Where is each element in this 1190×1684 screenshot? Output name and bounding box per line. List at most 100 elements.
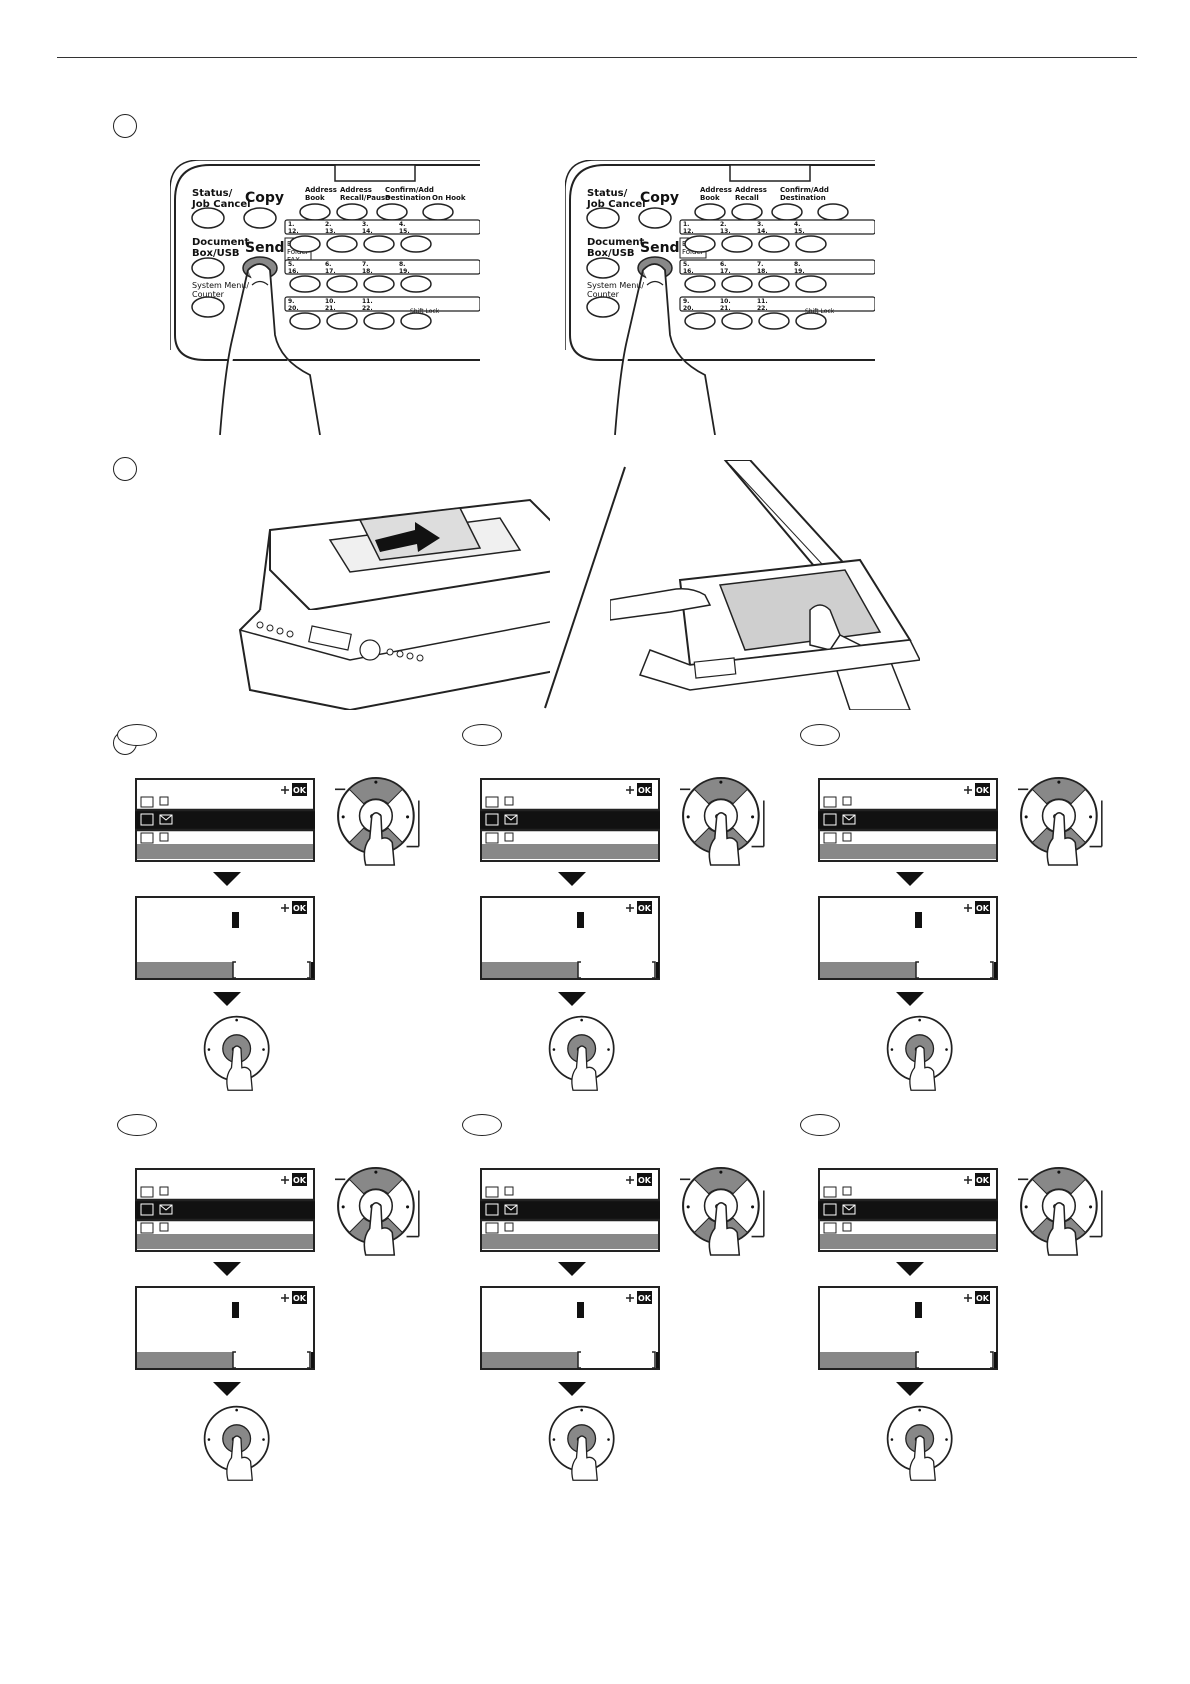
lcd-checkbox	[823, 796, 837, 808]
speed-dial-key	[721, 235, 753, 253]
next-step-arrow	[558, 1382, 586, 1396]
lcd-folder-icon	[504, 832, 514, 842]
panel-key	[694, 203, 726, 221]
lcd-bottom-bar	[820, 962, 916, 978]
lcd-checkbox	[140, 796, 154, 808]
panel-key	[243, 207, 277, 229]
lcd-checkbox	[823, 832, 837, 844]
lcd-ok-label: OK	[638, 904, 652, 913]
speed-dial-key	[326, 235, 358, 253]
lcd-ok-badge	[292, 1291, 307, 1304]
dial-up-arrow	[235, 1018, 238, 1022]
speed-dial-label: 1.	[288, 221, 294, 228]
dial-bracket	[680, 788, 765, 848]
address-book-label: Book	[305, 194, 325, 202]
speed-dial-key	[758, 235, 790, 253]
lcd-checkbox	[823, 1203, 837, 1216]
speed-dial-key	[289, 312, 321, 330]
lcd-ok-badge	[975, 783, 990, 796]
lcd-checkbox	[140, 1186, 154, 1198]
lcd-cross-arrows-icon	[964, 904, 972, 912]
lcd-envelope-icon	[159, 814, 173, 825]
next-step-arrow	[558, 1262, 586, 1276]
dial-right-arrow	[262, 1438, 265, 1441]
next-step-arrow	[213, 992, 241, 1006]
speed-dial-label: 19.	[399, 268, 410, 275]
lcd-ok-label: OK	[638, 1176, 652, 1185]
lcd-folder-icon	[159, 1222, 169, 1232]
language-step-marker	[800, 724, 840, 746]
speed-dial-label: 14.	[757, 228, 768, 235]
dial-up-arrow	[918, 1018, 921, 1022]
dial-right-arrow	[262, 1048, 265, 1051]
send-mode-label: Folder	[682, 248, 704, 256]
pressing-finger	[708, 1202, 741, 1256]
lcd-screen-list: OK	[818, 1168, 998, 1252]
lcd-ok-label: OK	[976, 904, 990, 913]
lcd-input-bracket	[915, 961, 994, 979]
lcd-ok-label: OK	[293, 1176, 307, 1185]
dial-left-arrow	[890, 1048, 894, 1051]
confirm-add-destination-label: Confirm/Add	[780, 186, 829, 194]
address-recall-label: Address	[735, 186, 767, 194]
speed-dial-key	[795, 275, 827, 293]
lcd-ok-badge	[637, 783, 652, 796]
lcd-selected-row	[480, 1198, 660, 1222]
speed-dial-label: 6.	[325, 261, 331, 268]
ok-key-dial: OK	[548, 1405, 615, 1481]
send-mode-label: Folder	[287, 248, 309, 256]
lcd-folder-icon	[842, 832, 852, 842]
lcd-selected-row	[818, 1198, 998, 1222]
speed-dial-label: 5.	[683, 261, 689, 268]
lcd-cross-arrows-icon	[281, 1294, 289, 1302]
pressing-finger	[226, 1435, 253, 1481]
speed-dial-key	[326, 312, 358, 330]
lcd-ok-label: OK	[293, 786, 307, 795]
lcd-ok-badge	[292, 783, 307, 796]
panel-key	[422, 203, 454, 221]
pressing-finger	[909, 1435, 936, 1481]
lcd-screen-input: OK	[135, 896, 315, 980]
dial-right-arrow	[607, 1438, 610, 1441]
lcd-selected-row	[135, 1198, 315, 1222]
language-step-marker	[462, 1114, 502, 1136]
lcd-bottom-bar	[820, 844, 996, 859]
next-step-arrow	[896, 992, 924, 1006]
status-job-cancel-label: Status/	[192, 188, 233, 199]
dial-bracket	[1018, 1178, 1103, 1238]
next-step-arrow	[896, 1382, 924, 1396]
dial-left-arrow	[686, 1205, 690, 1209]
speed-dial-key	[795, 235, 827, 253]
speed-dial-key	[363, 235, 395, 253]
lcd-screen-input: OK	[818, 1286, 998, 1370]
panel-key	[586, 257, 620, 279]
speed-dial-key	[363, 312, 395, 330]
pressing-finger	[1046, 812, 1079, 866]
lcd-bottom-bar	[482, 1352, 578, 1368]
lcd-screen-list: OK	[135, 778, 315, 862]
lcd-screen-input: OK	[818, 896, 998, 980]
platen-illustration	[610, 460, 920, 710]
lcd-cross-arrows-icon	[964, 1176, 972, 1184]
dial-up-arrow	[719, 780, 723, 784]
pressing-finger	[226, 1045, 253, 1091]
lcd-cross-arrows-icon	[964, 1294, 972, 1302]
dial-right-arrow	[1089, 1205, 1093, 1209]
confirm-add-destination-label: Destination	[385, 194, 431, 202]
lcd-envelope-icon	[159, 1186, 169, 1196]
panel-outline	[569, 164, 875, 361]
address-book-label: Book	[700, 194, 720, 202]
arrow-key-dial-updown: OK	[335, 1167, 420, 1256]
lcd-text-cursor	[232, 912, 239, 928]
lcd-screen-list: OK	[480, 778, 660, 862]
dial-up-arrow	[580, 1408, 583, 1412]
speed-dial-label: 22.	[362, 305, 373, 312]
lcd-screen-list: OK	[480, 1168, 660, 1252]
lcd-checkbox	[485, 832, 499, 844]
dial-right-arrow	[751, 1205, 755, 1209]
lcd-ok-label: OK	[976, 786, 990, 795]
lcd-ok-label: OK	[976, 1176, 990, 1185]
lcd-input-bracket	[577, 961, 656, 979]
speed-dial-key	[684, 312, 716, 330]
lcd-ok-label: OK	[293, 1294, 307, 1303]
